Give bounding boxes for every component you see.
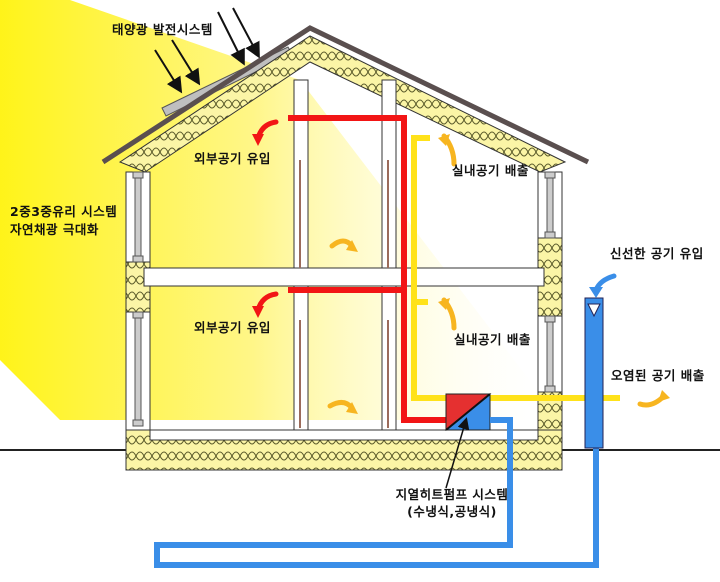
heat-pump-unit — [444, 392, 492, 432]
fresh-air-in-label: 신선한 공기 유입 — [610, 246, 704, 261]
windows — [132, 171, 556, 427]
outside-air-in-upper-label: 외부공기 유입 — [194, 151, 271, 166]
heat-pump-label-line2: (수냉식,공냉식) — [407, 504, 497, 519]
glazing-label-line2: 자연채광 극대화 — [10, 222, 99, 237]
indoor-exhaust-lower-label: 실내공기 배출 — [454, 332, 531, 347]
middle-floor — [143, 267, 545, 287]
fresh-air-intake-pipe — [584, 297, 604, 449]
sun-ray-arrows — [154, 7, 260, 94]
exhaust-air-duct — [411, 135, 620, 401]
geothermal-pipe — [154, 300, 599, 568]
polluted-air-out-label: 오염된 공기 배출 — [611, 368, 705, 383]
heat-pump-label-line1: 지열히트펌프 시스템 — [395, 487, 509, 502]
solar-system-label: 태양광 발전시스템 — [112, 22, 213, 37]
heat-pump-pointer — [445, 417, 470, 489]
outside-air-in-lower-label: 외부공기 유입 — [194, 320, 271, 335]
outside-air-duct — [288, 115, 448, 423]
indoor-exhaust-upper-label: 실내공기 배출 — [452, 163, 529, 178]
roof — [101, 25, 590, 165]
glazing-label-line1: 2중3중유리 시스템 — [10, 204, 118, 219]
